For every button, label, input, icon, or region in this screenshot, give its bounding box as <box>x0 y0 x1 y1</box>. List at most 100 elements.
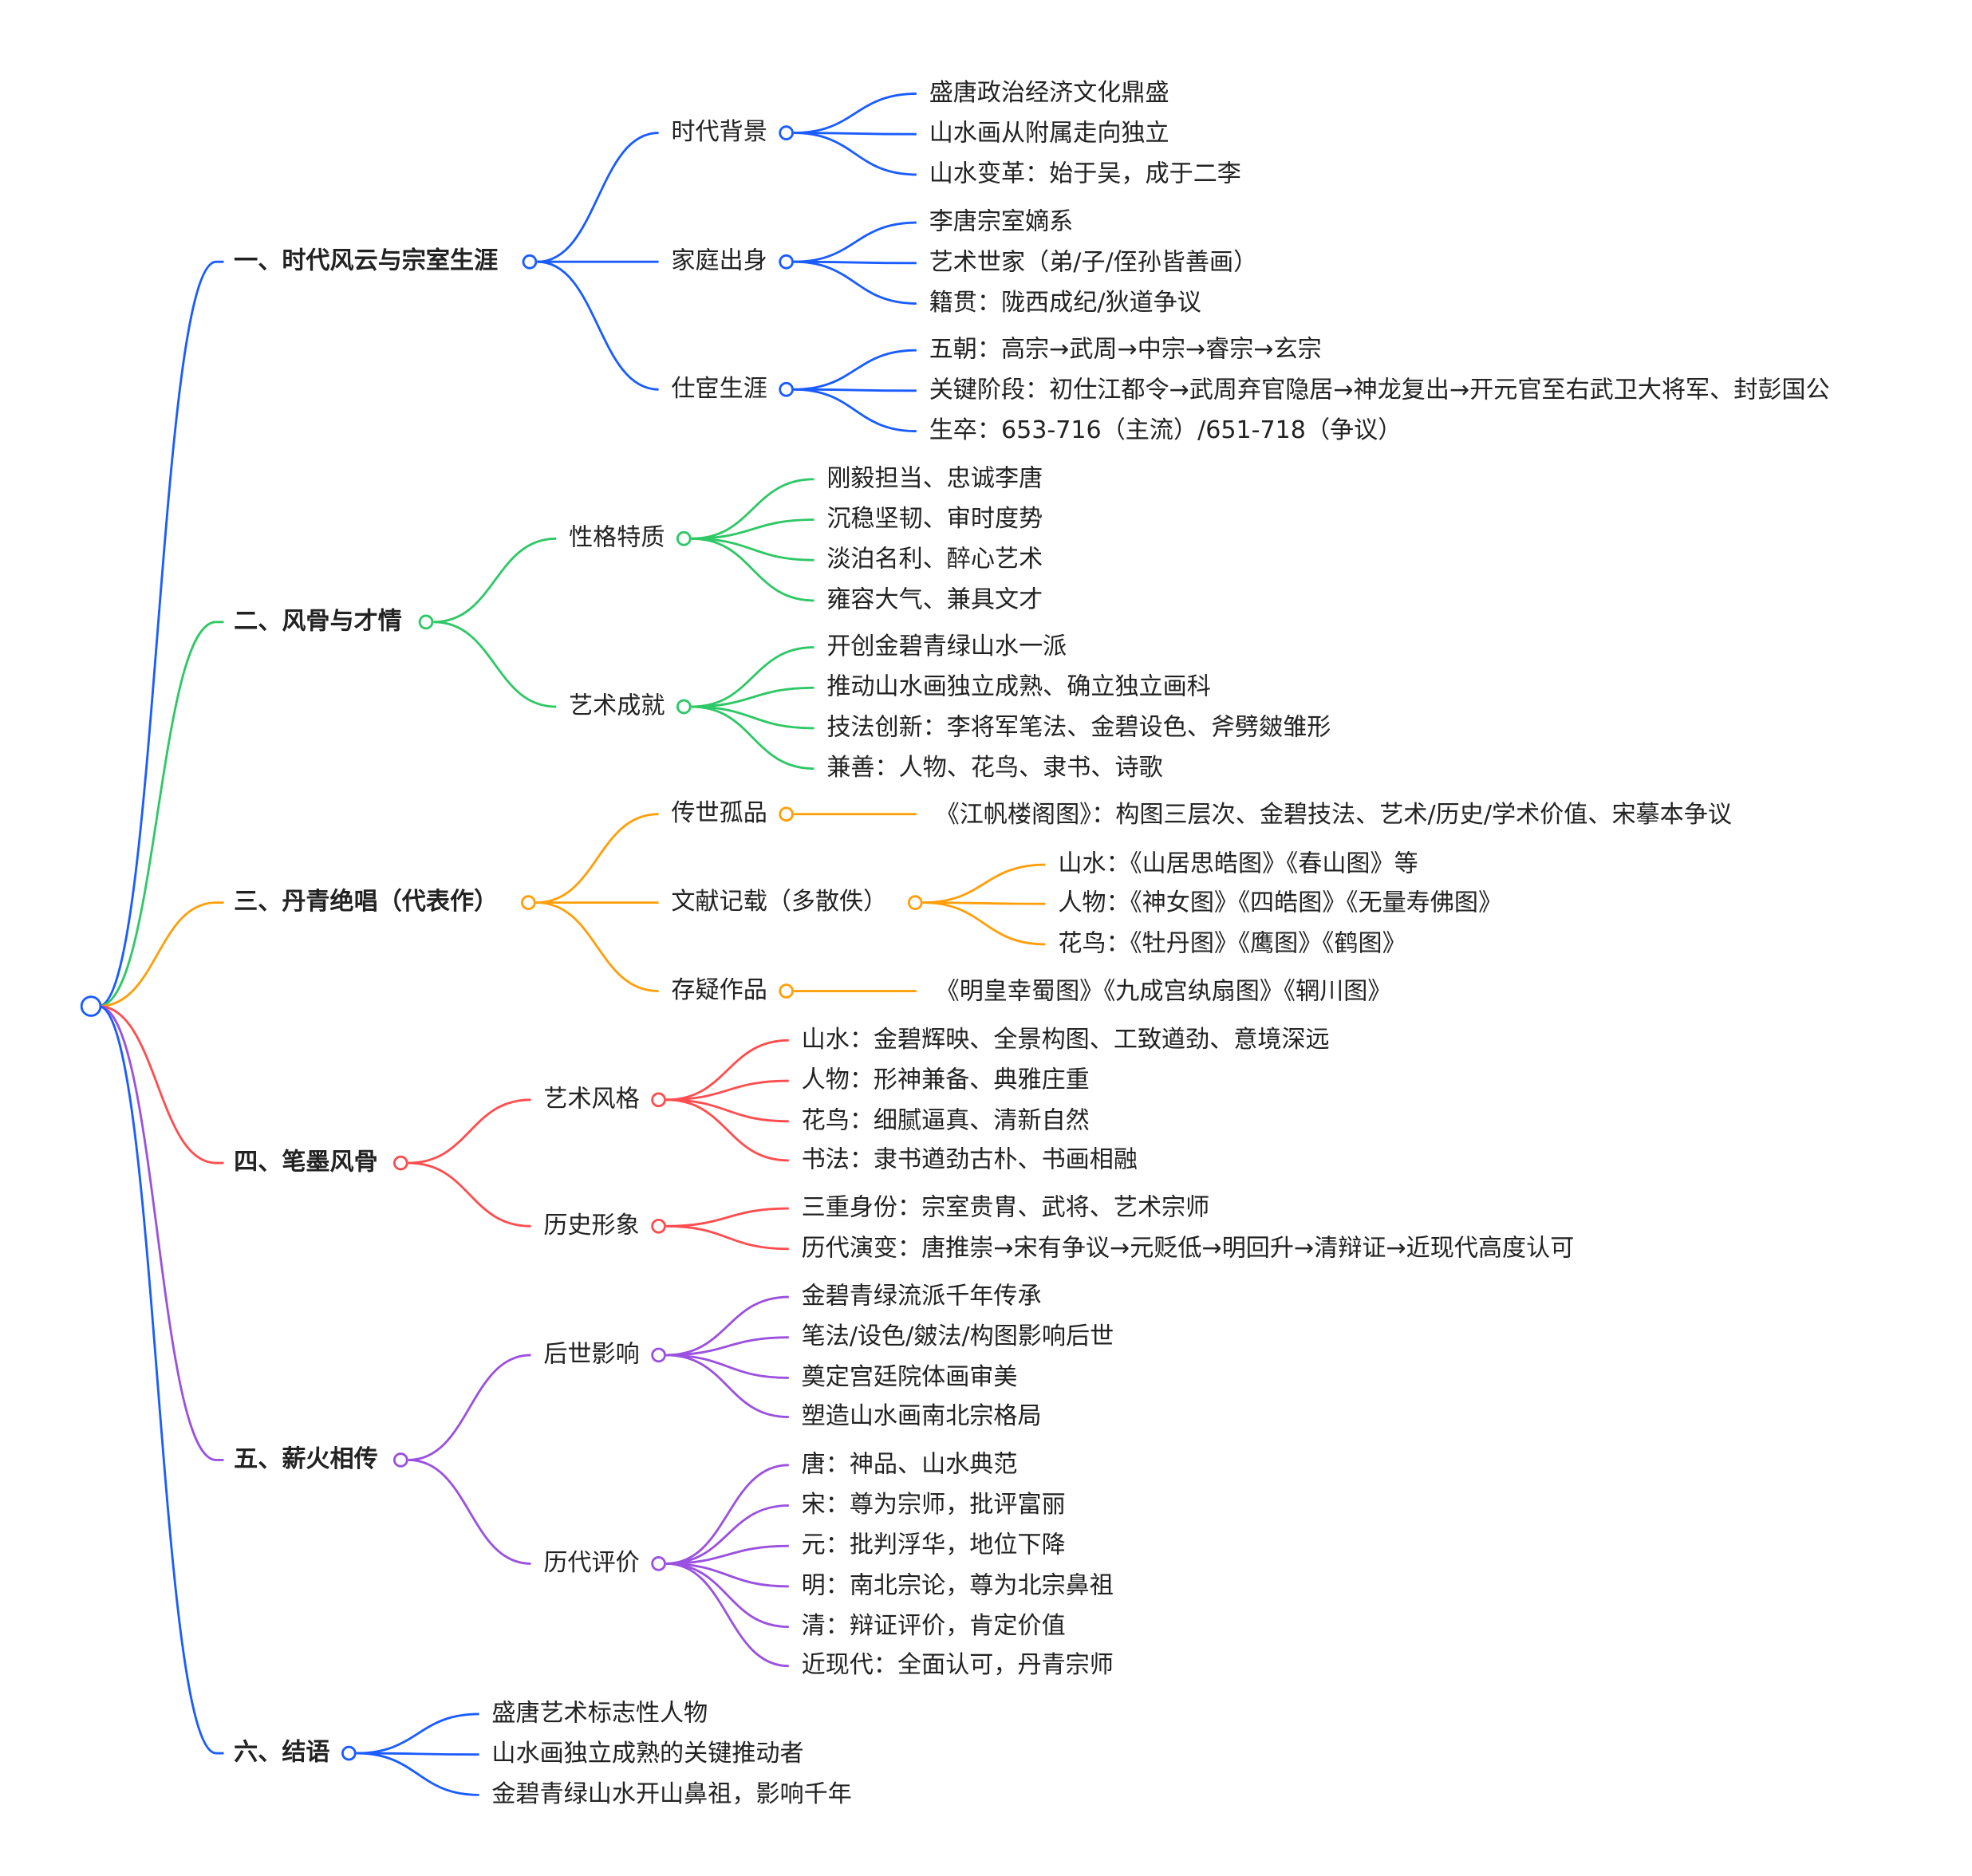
leaf-connector <box>794 260 917 305</box>
branch-connector <box>98 260 217 1007</box>
branch-connector <box>98 1005 216 1165</box>
leaf-label: 《江帆楼阁图》：构图三层次、金碧技法、艺术/历史/学术价值、宋摹本争议 <box>936 801 1732 829</box>
leaf-label: 关键阶段：初仕江都令→武周弃官隐居→神龙复出→开元官至右武卫大将军、封彭国公 <box>929 376 1830 404</box>
topic-collapse-toggle[interactable] <box>907 895 923 910</box>
topic-label: 性格特质 <box>569 524 665 552</box>
branch-connector <box>98 1005 217 1755</box>
branch-collapse-toggle[interactable] <box>522 254 538 270</box>
leaf-connector <box>356 1752 479 1796</box>
topic-label: 存疑作品 <box>671 976 767 1004</box>
topic-label: 传世孤品 <box>671 799 767 827</box>
leaf-label: 金碧青绿山水开山鼻祖，影响千年 <box>491 1780 851 1808</box>
branch-connector <box>98 901 216 1007</box>
leaf-connector <box>356 1712 479 1755</box>
leaf-label: 历代演变：唐推崇→宋有争议→元贬低→明回升→清辩证→近现代高度认可 <box>802 1234 1575 1262</box>
leaf-label: 李唐宗室嫡系 <box>929 208 1074 236</box>
topic-collapse-toggle[interactable] <box>779 254 794 270</box>
leaf-label: 三重身份：宗室贵胄、武将、艺术宗师 <box>802 1194 1210 1222</box>
topic-connector <box>408 1098 531 1165</box>
leaf-label: 淡泊名利、醉心艺术 <box>826 546 1043 573</box>
root-node[interactable] <box>80 995 102 1017</box>
topic-collapse-toggle[interactable] <box>676 530 692 546</box>
leaf-label: 花鸟：《牡丹图》《鹰图》《鹤图》 <box>1058 929 1406 957</box>
leaf-label: 沉稳坚韧、审时度势 <box>826 505 1043 533</box>
leaf-label: 雍容大气、兼具文才 <box>826 585 1043 613</box>
leaf-label: 艺术世家（弟/子/侄孙皆善画） <box>929 248 1258 276</box>
leaf-label: 刚毅担当、忠诚李唐 <box>826 464 1043 492</box>
branch-collapse-toggle[interactable] <box>341 1745 357 1761</box>
leaf-connector <box>666 1562 789 1629</box>
topic-label: 后世影响 <box>543 1340 639 1368</box>
leaf-label: 花鸟：细腻逼真、清新自然 <box>802 1106 1090 1134</box>
branch-collapse-toggle[interactable] <box>521 895 536 910</box>
leaf-label: 笔法/设色/皴法/构图影响后世 <box>802 1322 1114 1350</box>
topic-collapse-toggle[interactable] <box>779 806 794 822</box>
topic-collapse-toggle[interactable] <box>779 125 794 140</box>
leaf-label: 籍贯：陇西成纪/狄道争议 <box>929 289 1201 317</box>
leaf-connector <box>666 1464 789 1565</box>
topic-connector <box>537 260 659 391</box>
leaf-connector <box>794 349 917 391</box>
leaf-label: 奠定宫廷院体画审美 <box>802 1363 1018 1391</box>
leaf-label: 技法创新：李将军笔法、金碧设色、斧劈皴雏形 <box>826 713 1331 741</box>
leaf-label: 兼善：人物、花鸟、隶书、诗歌 <box>826 754 1162 782</box>
leaf-connector <box>794 132 917 176</box>
branch-label: 四、笔墨风骨 <box>234 1149 378 1176</box>
topic-collapse-toggle[interactable] <box>651 1556 666 1571</box>
branch-connector <box>98 1005 217 1461</box>
leaf-connector <box>666 1562 789 1668</box>
topic-label: 历史形象 <box>543 1212 639 1240</box>
topic-label: 时代背景 <box>671 118 767 146</box>
branch-label: 五、薪火相传 <box>234 1445 378 1473</box>
topic-collapse-toggle[interactable] <box>651 1347 666 1363</box>
leaf-label: 明：南北宗论，尊为北宗鼻祖 <box>802 1571 1114 1599</box>
leaf-connector <box>666 1562 789 1588</box>
leaf-label: 生卒：653-716（主流）/651-718（争议） <box>929 416 1402 444</box>
topic-collapse-toggle[interactable] <box>651 1092 666 1108</box>
leaf-label: 山水画独立成熟的关键推动者 <box>491 1740 803 1768</box>
topic-label: 仕宦生涯 <box>671 375 767 403</box>
leaf-connector <box>794 260 917 265</box>
topic-collapse-toggle[interactable] <box>651 1218 666 1234</box>
leaf-label: 唐：神品、山水典范 <box>802 1450 1018 1478</box>
leaf-connector <box>666 1079 789 1102</box>
leaf-connector <box>666 1224 789 1251</box>
leaf-label: 推动山水画独立成熟、确立独立画科 <box>826 673 1211 701</box>
branch-collapse-toggle[interactable] <box>418 614 434 630</box>
branch-label: 二、风骨与才情 <box>234 607 402 635</box>
topic-connector <box>535 813 659 905</box>
topic-collapse-toggle[interactable] <box>779 381 794 397</box>
topic-collapse-toggle[interactable] <box>779 983 794 999</box>
branch-collapse-toggle[interactable] <box>392 1155 408 1171</box>
topic-connector <box>535 901 659 992</box>
leaf-connector <box>691 705 814 730</box>
leaf-connector <box>356 1752 479 1756</box>
leaf-connector <box>922 901 1046 946</box>
topic-connector <box>433 621 557 708</box>
leaf-connector <box>666 1038 789 1102</box>
leaf-connector <box>794 132 917 136</box>
leaf-label: 山水：金碧辉映、全景构图、工致遒劲、意境深远 <box>802 1026 1330 1054</box>
topic-label: 历代评价 <box>543 1549 639 1577</box>
leaf-connector <box>691 686 814 708</box>
branch-label: 六、结语 <box>234 1739 329 1767</box>
leaf-connector <box>666 1354 789 1418</box>
topic-label: 艺术风格 <box>543 1085 639 1113</box>
leaf-label: 金碧青绿流派千年传承 <box>802 1283 1042 1310</box>
leaf-connector <box>691 705 814 770</box>
leaf-connector <box>666 1207 789 1228</box>
branch-label: 一、时代风云与宗室生涯 <box>234 247 498 275</box>
leaf-label: 《明皇幸蜀图》《九成宫纨扇图》《辋川图》 <box>936 978 1392 1006</box>
branch-collapse-toggle[interactable] <box>392 1452 408 1468</box>
leaf-connector <box>794 221 917 263</box>
leaf-label: 人物：《神女图》《四皓图》《无量寿佛图》 <box>1058 889 1502 917</box>
topic-connector <box>537 132 659 263</box>
leaf-label: 五朝：高宗→武周→中宗→睿宗→玄宗 <box>929 336 1322 364</box>
leaf-connector <box>666 1098 789 1123</box>
leaf-label: 宋：尊为宗师，批评富丽 <box>802 1491 1066 1519</box>
leaf-label: 近现代：全面认可，丹青宗师 <box>802 1651 1114 1679</box>
branch-connector <box>98 621 217 1007</box>
leaf-connector <box>691 646 814 708</box>
topic-collapse-toggle[interactable] <box>676 699 692 715</box>
